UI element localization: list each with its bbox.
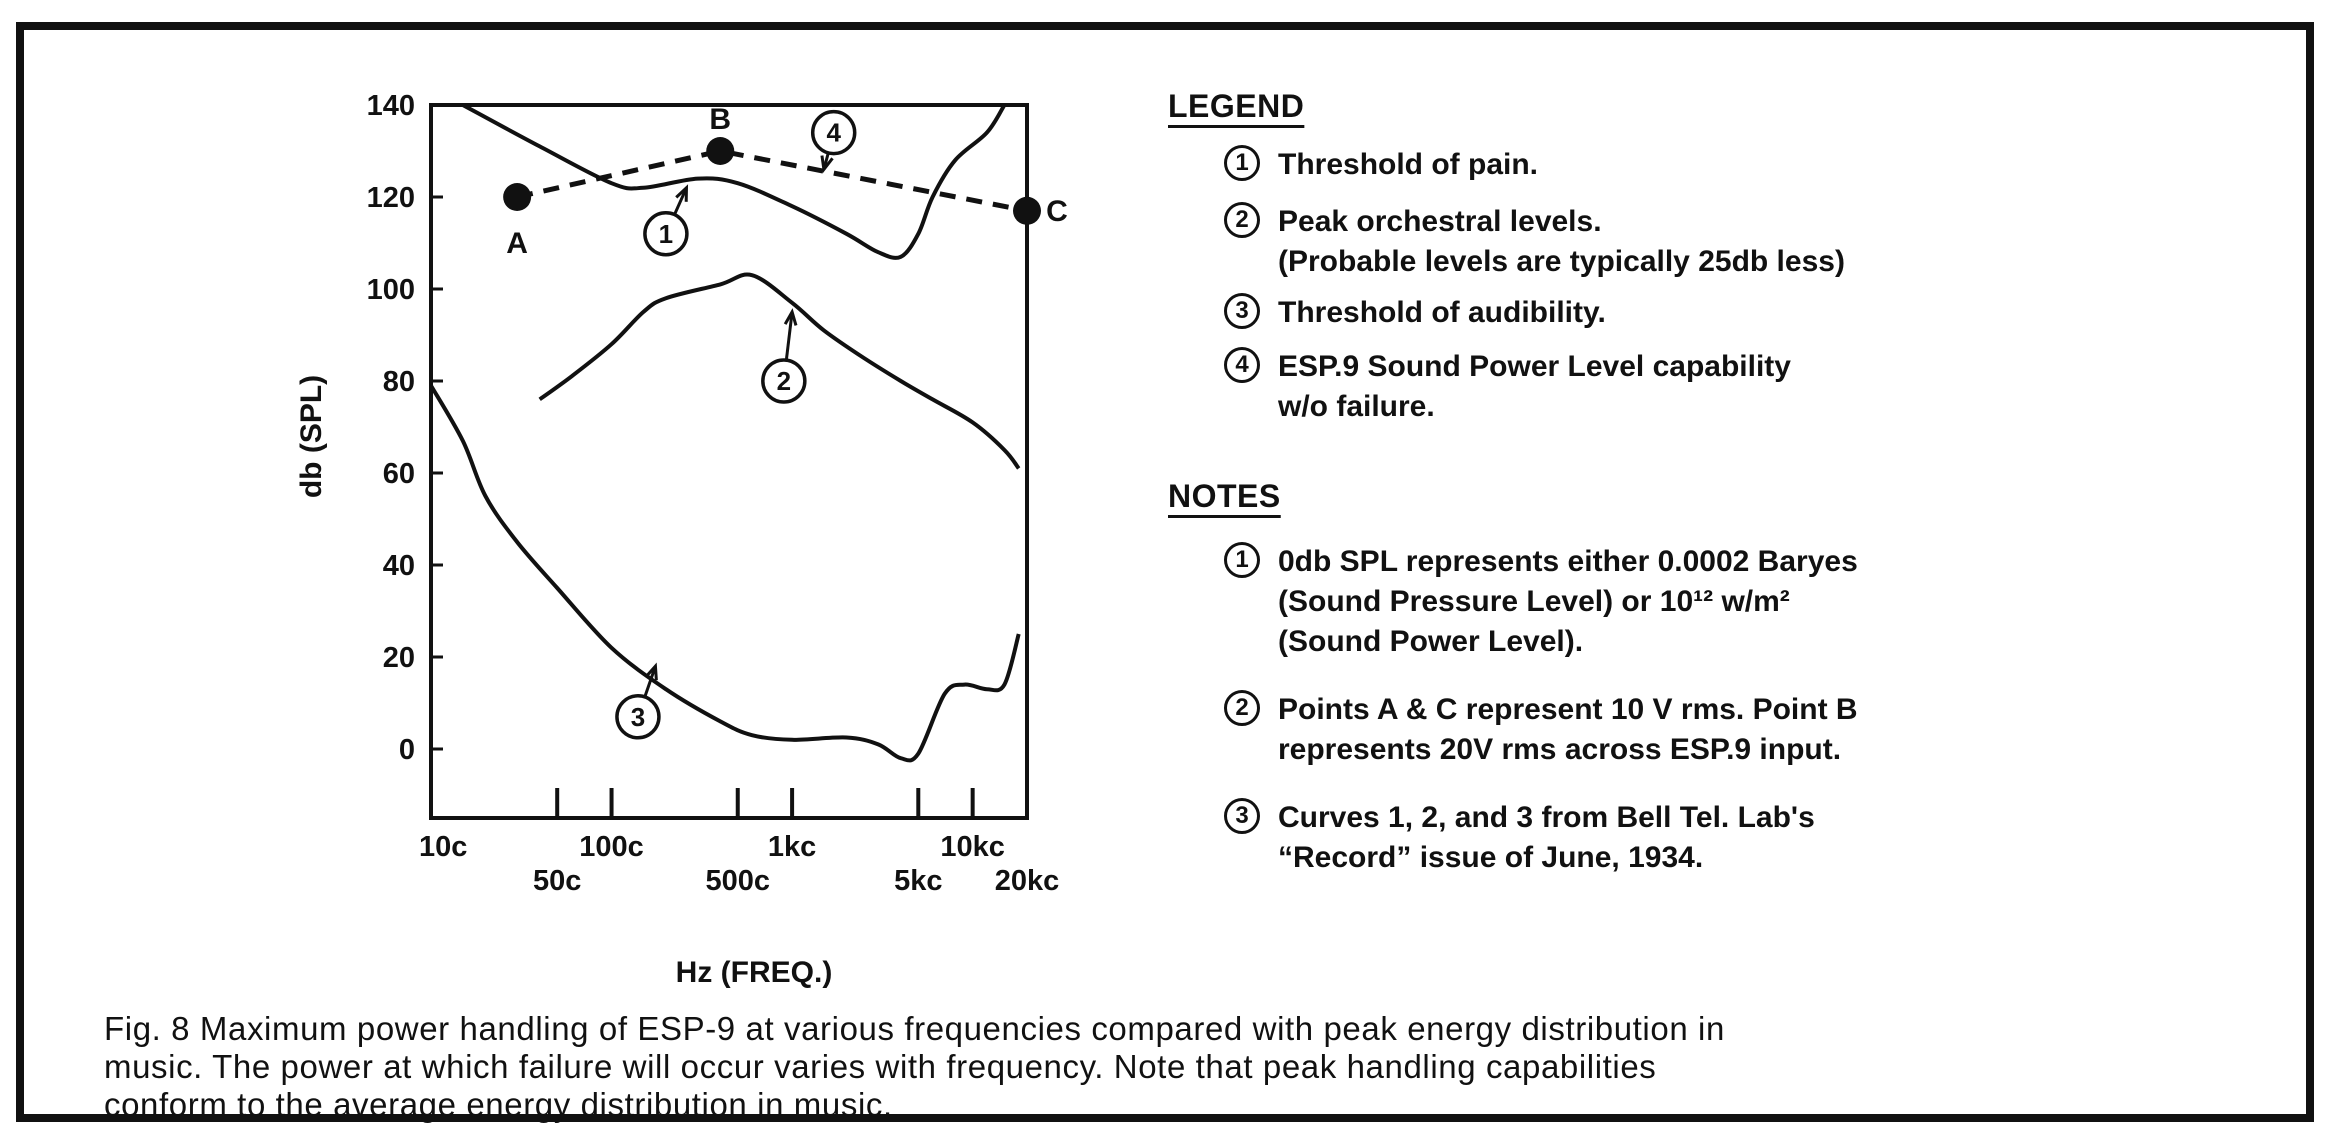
legend-item-number: 2 — [1224, 202, 1260, 238]
curve-2-label: 2 — [777, 366, 791, 396]
x-tick-label: 20kc — [995, 865, 1060, 897]
notes-item-line: Points A & C represent 10 V rms. Point B — [1278, 693, 1858, 726]
notes-item-number: 3 — [1224, 798, 1260, 834]
legend-item-text: Threshold of pain. — [1278, 145, 1538, 185]
x-tick-label: 50c — [533, 865, 581, 897]
caption-line: music. The power at which failure will o… — [104, 1048, 1657, 1085]
legend-section: LEGEND — [1168, 88, 1304, 125]
notes-item-text: 0db SPL represents either 0.0002 Baryes (… — [1278, 542, 1858, 662]
legend-item-number: 1 — [1224, 145, 1260, 181]
legend-item-number: 3 — [1224, 293, 1260, 329]
curve-4-label: 4 — [826, 118, 841, 148]
curve-3-pointer — [643, 665, 657, 697]
notes-title: NOTES — [1168, 478, 1281, 514]
y-tick-label: 20 — [383, 642, 415, 674]
legend-item-line: Peak orchestral levels. — [1278, 205, 1602, 238]
notes-item-line: (Sound Power Level). — [1278, 625, 1584, 658]
legend-item-line: (Probable levels are typically 25db less… — [1278, 245, 1845, 278]
notes-item-line: 0db SPL represents either 0.0002 Baryes — [1278, 545, 1858, 578]
legend-item: 1 Threshold of pain. — [1224, 145, 1538, 185]
curve-2 — [538, 272, 1021, 470]
y-tick-label: 120 — [367, 182, 415, 214]
notes-item-text: Curves 1, 2, and 3 from Bell Tel. Lab's “… — [1278, 798, 1815, 878]
legend-item-line: Threshold of audibility. — [1278, 296, 1606, 329]
notes-item-line: (Sound Pressure Level) or 10¹² w/m² — [1278, 585, 1790, 618]
caption-line: conform to the average energy distributi… — [104, 1086, 893, 1123]
y-tick-label: 40 — [383, 550, 415, 582]
figure-caption: Fig. 8 Maximum power handling of ESP-9 a… — [104, 1010, 2304, 1124]
curve-4-label-circle — [810, 109, 857, 156]
notes-item-line: represents 20V rms across ESP.9 input. — [1278, 733, 1842, 766]
legend-item-line: Threshold of pain. — [1278, 148, 1538, 181]
point-a-label: A — [506, 227, 528, 260]
curve-2-arrowhead — [783, 308, 798, 326]
curve-1-arrowhead — [675, 184, 689, 202]
point-c-marker — [1013, 196, 1041, 225]
x-tick-label: 5kc — [894, 865, 942, 897]
notes-item-text: Points A & C represent 10 V rms. Point B… — [1278, 690, 1858, 770]
curve-4-arrowhead — [820, 155, 834, 174]
legend-item: 2 Peak orchestral levels. (Probable levels… — [1224, 202, 1845, 282]
y-tick-label: 80 — [383, 366, 415, 398]
y-tick-label: 100 — [367, 274, 415, 306]
y-tick-label: 0 — [399, 734, 415, 766]
x-tick-label: 100c — [579, 831, 644, 863]
legend-item-number: 4 — [1224, 347, 1260, 383]
curve-2-label-circle — [761, 358, 807, 404]
y-axis-title: db (SPL) — [295, 375, 328, 498]
curve-1 — [461, 105, 1007, 260]
legend-item: 3 Threshold of audibility. — [1224, 293, 1606, 333]
point-b-marker — [706, 137, 735, 165]
x-tick-label: 500c — [705, 865, 770, 897]
y-tick-label: 140 — [367, 90, 415, 122]
curve-3-arrowhead — [644, 662, 658, 681]
notes-item-number: 2 — [1224, 690, 1260, 726]
x-tick-label: 10kc — [940, 831, 1005, 863]
legend-item-text: ESP.9 Sound Power Level capability w/o f… — [1278, 347, 1791, 427]
curve-3-label: 3 — [631, 702, 645, 732]
notes-item: 3 Curves 1, 2, and 3 from Bell Tel. Lab'… — [1224, 798, 1815, 878]
notes-item: 1 0db SPL represents either 0.0002 Baryes… — [1224, 542, 1858, 662]
x-tick-label: 1kc — [768, 831, 816, 863]
notes-item-number: 1 — [1224, 542, 1260, 578]
point-c-label: C — [1046, 195, 1068, 228]
curve-1-pointer — [673, 187, 688, 215]
notes-section: NOTES — [1168, 478, 1281, 515]
x-axis-title: Hz (FREQ.) — [676, 956, 833, 989]
y-tick-label: 60 — [383, 458, 415, 490]
notes-item: 2 Points A & C represent 10 V rms. Point … — [1224, 690, 1858, 770]
legend-item-text: Threshold of audibility. — [1278, 293, 1606, 333]
legend-item: 4 ESP.9 Sound Power Level capability w/o … — [1224, 347, 1791, 427]
legend-item-line: w/o failure. — [1278, 390, 1435, 423]
curve-4 — [516, 148, 1027, 214]
plot-frame — [429, 103, 1029, 820]
x-tick-label: 10c — [419, 831, 467, 863]
curve-3 — [431, 384, 1021, 763]
legend-item-text: Peak orchestral levels. (Probable levels … — [1278, 202, 1845, 282]
notes-item-line: Curves 1, 2, and 3 from Bell Tel. Lab's — [1278, 801, 1815, 834]
legend-title: LEGEND — [1168, 88, 1305, 124]
curve-1-label: 1 — [659, 219, 673, 249]
point-a-marker — [503, 183, 532, 211]
curve-1-label-circle — [643, 211, 689, 257]
caption-line: Fig. 8 Maximum power handling of ESP-9 a… — [104, 1010, 1725, 1047]
notes-item-line: “Record” issue of June, 1934. — [1278, 841, 1704, 874]
legend-item-line: ESP.9 Sound Power Level capability — [1278, 350, 1791, 383]
curve-2-pointer — [784, 311, 794, 360]
point-b-label: B — [709, 103, 731, 136]
curve-3-label-circle — [615, 694, 661, 740]
